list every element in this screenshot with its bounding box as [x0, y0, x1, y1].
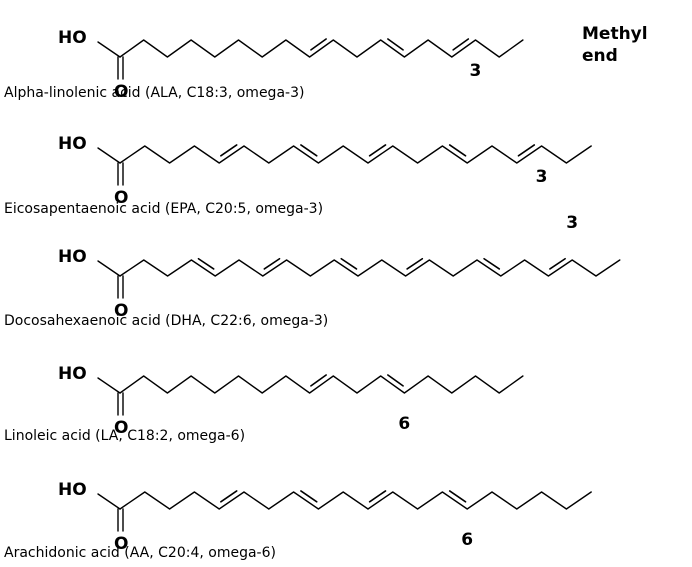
cis-double-bond [517, 144, 536, 157]
molecule-caption: Arachidonic acid (AA, C20:4, omega-6) [4, 545, 276, 561]
hydroxyl-label: HO [58, 247, 87, 267]
hydroxyl-label: HO [58, 28, 87, 48]
cis-double-bond [448, 490, 467, 503]
hydroxyl-bond [97, 377, 121, 394]
carbon-chain [119, 491, 592, 510]
omega-position-label: 3 [566, 213, 578, 233]
cis-double-bond [340, 257, 358, 270]
methyl-end-label-line1: Methyl [582, 24, 648, 44]
cis-double-bond [368, 490, 387, 503]
cis-double-bond [448, 144, 467, 157]
hydroxyl-bond [97, 493, 121, 510]
hydroxyl-bond [97, 147, 121, 164]
cis-double-bond [300, 490, 318, 503]
cis-double-bond [387, 374, 404, 387]
carbonyl-oxygen-label: O [114, 301, 128, 321]
cis-double-bond [483, 257, 501, 270]
cis-double-bond [220, 490, 238, 503]
carbonyl-oxygen-label: O [114, 418, 128, 438]
omega-position-label: 3 [470, 61, 482, 81]
molecule-caption: Eicosapentaenoic acid (EPA, C20:5, omega… [4, 201, 323, 217]
cis-double-bond [220, 144, 238, 157]
carbonyl-oxygen-label: O [114, 82, 128, 102]
cis-double-bond [406, 257, 424, 270]
carbon-chain [119, 375, 524, 394]
cis-double-bond [310, 374, 327, 387]
cis-double-bond [300, 144, 318, 157]
omega-position-label: 3 [536, 167, 548, 187]
molecule-caption: Docosahexaenoic acid (DHA, C22:6, omega-… [4, 313, 328, 329]
hydroxyl-label: HO [58, 134, 87, 154]
hydroxyl-label: HO [58, 480, 87, 500]
carbon-chain [119, 259, 621, 277]
cis-double-bond [197, 257, 215, 270]
hydroxyl-bond [97, 41, 121, 58]
cis-double-bond [452, 38, 470, 51]
carbonyl-oxygen-label: O [114, 188, 128, 208]
cis-double-bond [310, 38, 327, 51]
hydroxyl-label: HO [58, 364, 87, 384]
molecule-caption: Linoleic acid (LA, C18:2, omega-6) [4, 428, 245, 444]
carbonyl-oxygen-label: O [114, 534, 128, 554]
methyl-end-label-line2: end [582, 46, 618, 66]
omega-position-label: 6 [398, 414, 410, 434]
cis-double-bond [387, 38, 404, 51]
cis-double-bond [549, 257, 566, 270]
omega-position-label: 6 [461, 530, 473, 550]
cis-double-bond [263, 257, 281, 270]
carbon-chain [119, 39, 524, 58]
carbon-chain [119, 145, 592, 164]
cis-double-bond [368, 144, 387, 157]
hydroxyl-bond [97, 260, 121, 277]
molecule-caption: Alpha-linolenic acid (ALA, C18:3, omega-… [4, 85, 304, 101]
